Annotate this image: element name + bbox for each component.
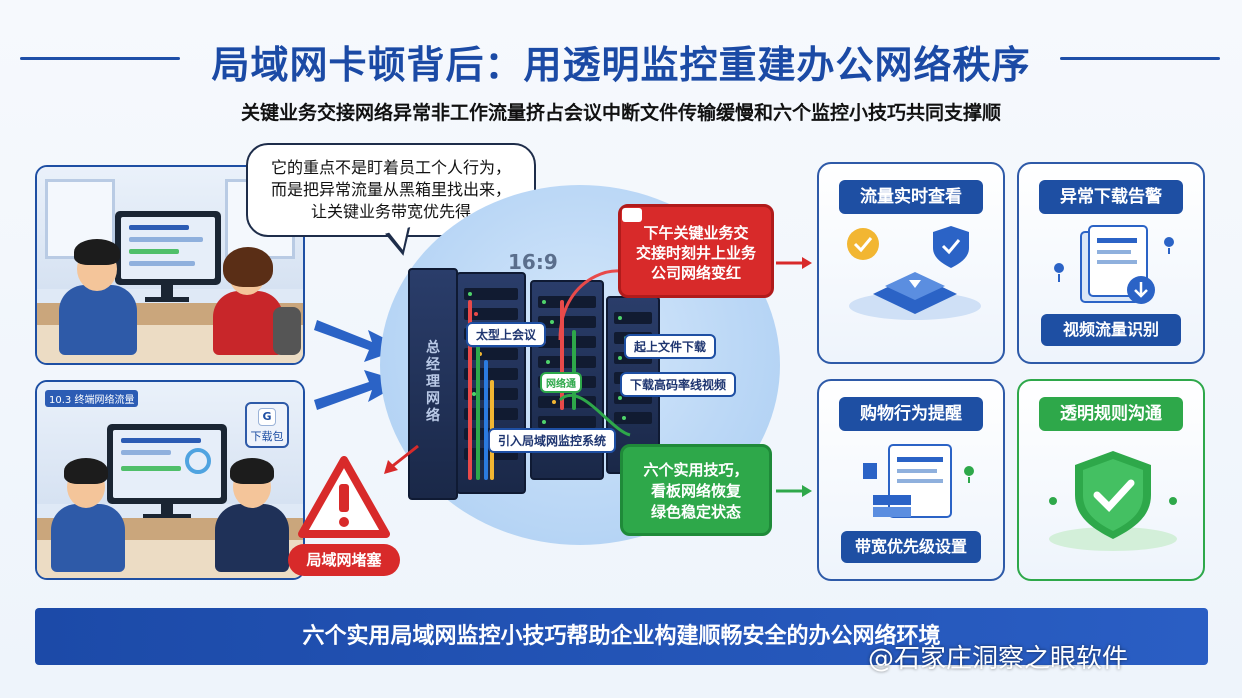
card-title: 流量实时查看 bbox=[839, 180, 983, 214]
alert-line: 公司网络变红 bbox=[650, 264, 741, 282]
alert-box: 下午关键业务交 交接时刻井上业务 公司网络变红 bbox=[618, 204, 774, 298]
resolution-line: 绿色稳定状态 bbox=[650, 503, 741, 521]
congestion-label: 局域网堵塞 bbox=[288, 544, 400, 576]
page-title: 局域网卡顿背后：用透明监控重建办公网络秩序 bbox=[211, 43, 1031, 87]
speech-bubble: 它的重点不是盯着员工个人行为， 而是把异常流量从黑箱里找出来， 让关键业务带宽优… bbox=[246, 143, 536, 237]
title-row: 局域网卡顿背后：用透明监控重建办公网络秩序 bbox=[0, 30, 1242, 87]
monitor-screen bbox=[113, 430, 221, 498]
arrow-right-icon bbox=[776, 485, 812, 497]
arrow-left-icon bbox=[384, 444, 419, 474]
clipboard-icon bbox=[863, 444, 974, 518]
title-divider-right bbox=[1060, 57, 1220, 60]
tag-video-download: 下载高码率线视频 bbox=[620, 372, 737, 397]
card-bottom-label: 视频流量识别 bbox=[1041, 314, 1181, 346]
tag-network: 网络通 bbox=[540, 372, 582, 393]
resolution-box: 六个实用技巧， 看板网络恢复 绿色稳定状态 bbox=[620, 444, 772, 536]
card-title: 异常下载告警 bbox=[1039, 180, 1183, 214]
monitor bbox=[107, 424, 227, 504]
title-divider-left bbox=[20, 57, 180, 60]
monitor-screen bbox=[121, 217, 215, 279]
page-subtitle: 关键业务交接网络异常非工作流量挤占会议中断文件传输缓慢和六个监控小技巧共同支撑顺 bbox=[240, 102, 1001, 124]
screen-caption: 10.3 终端网络流量 bbox=[45, 390, 139, 407]
card-title: 透明规则沟通 bbox=[1039, 397, 1183, 431]
alert-line: 下午关键业务交 bbox=[643, 224, 749, 242]
monitor bbox=[115, 211, 221, 285]
warning-icon bbox=[298, 456, 390, 538]
watermark: @石家庄洞察之眼软件 bbox=[868, 644, 1129, 674]
card-shopping-reminder: 购物行为提醒 带宽优先级设置 bbox=[817, 379, 1005, 581]
card-bottom-label: 带宽优先级设置 bbox=[841, 531, 981, 563]
resolution-line: 看板网络恢复 bbox=[650, 482, 741, 500]
g-icon: G bbox=[258, 408, 276, 426]
resolution-line: 六个实用技巧， bbox=[643, 461, 749, 479]
traffic-flows bbox=[558, 269, 637, 437]
alert-line: 交接时刻井上业务 bbox=[635, 244, 756, 262]
card-title: 购物行为提醒 bbox=[839, 397, 983, 431]
bottom-banner: 六个实用局域网监控小技巧帮助企业构建顺畅安全的办公网络环境 bbox=[35, 608, 1208, 665]
tag-monitor-system: 引入局域网监控系统 bbox=[488, 428, 617, 453]
dashboard-icon bbox=[847, 226, 981, 320]
bubble-line: 它的重点不是盯着员工个人行为， bbox=[270, 158, 511, 177]
office-scene-bottom: 10.3 终端网络流量 G 下载包 bbox=[35, 380, 305, 580]
clock-label: 16:9 bbox=[508, 250, 558, 274]
rack-label: 总 经 理 网 络 bbox=[426, 340, 440, 424]
download-panel: G 下载包 bbox=[245, 402, 289, 448]
arrow-right-icon bbox=[776, 257, 812, 269]
card-transparent-rules: 透明规则沟通 bbox=[1017, 379, 1205, 581]
document-download-icon bbox=[1054, 225, 1174, 304]
bubble-line: 让关键业务带宽优先得 bbox=[310, 202, 471, 221]
shield-check-icon bbox=[1049, 451, 1177, 551]
bubble-line: 而是把异常流量从黑箱里找出来， bbox=[270, 180, 511, 199]
tag-meeting: 太型上会议 bbox=[466, 322, 547, 347]
card-traffic-view: 流量实时查看 bbox=[817, 162, 1005, 364]
alert-dot-icon bbox=[622, 208, 642, 222]
tag-file-download: 起上文件下载 bbox=[624, 334, 717, 359]
download-panel-label: 下载包 bbox=[250, 430, 284, 443]
card-download-alert: 异常下载告警 视频流量识别 bbox=[1017, 162, 1205, 364]
